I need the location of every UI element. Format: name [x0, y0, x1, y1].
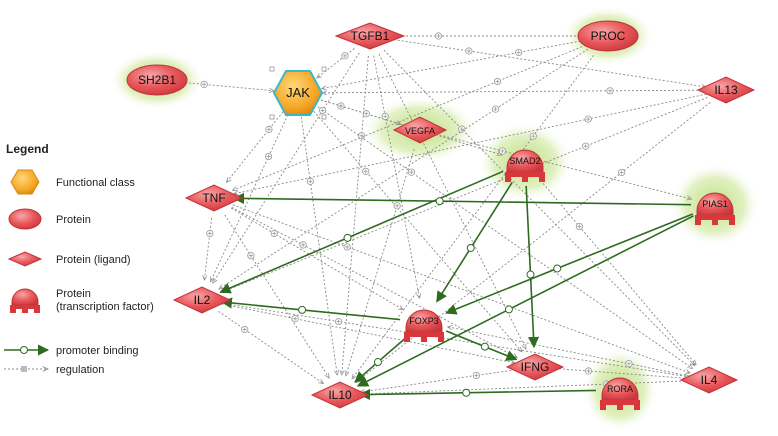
node-rora[interactable]: RORA [600, 377, 640, 410]
node-label-sh2b1: SH2B1 [138, 73, 176, 87]
edge-proc-il10 [352, 54, 595, 379]
legend-protein-icon [8, 208, 42, 230]
edge-smad2-il2 [219, 170, 504, 294]
node-pias1[interactable]: PIAS1 [695, 192, 735, 225]
edge-il4-foxp3 [448, 327, 690, 377]
edge-il13-jak [322, 87, 707, 94]
edge-tnf-foxp3 [230, 207, 403, 310]
edge-tgfb1-proc [390, 32, 584, 40]
node-label-il10: IL10 [328, 388, 352, 402]
edge-pias1-foxp3 [445, 213, 694, 315]
promoter-binding-edges [219, 170, 694, 401]
edge-jak-il4 [317, 106, 693, 369]
edge-vegfa-il10 [346, 149, 415, 376]
edge-ifng-il10 [360, 369, 516, 392]
node-label-vegfa: VEGFA [405, 126, 435, 136]
edge-tgfb1-jak [317, 48, 355, 78]
node-label-tgfb1: TGFB1 [351, 29, 390, 43]
node-label-tnf: TNF [202, 191, 225, 205]
node-sh2b1[interactable]: SH2B1 [126, 64, 188, 96]
legend-protein-tf-label: Protein (transcription factor) [56, 288, 154, 313]
node-il13[interactable]: IL13 [696, 76, 756, 104]
node-il4[interactable]: IL4 [679, 366, 739, 394]
node-tnf[interactable]: TNF [184, 184, 244, 212]
edge-ifng-il4 [554, 367, 689, 379]
edge-tnf-il2 [204, 217, 214, 280]
legend-regulation-label: regulation [56, 364, 104, 376]
node-label-foxp3: FOXP3 [409, 316, 439, 326]
edge-jak-tnf [226, 111, 284, 183]
edge-tnf-ifng [231, 206, 518, 357]
edge-tnf-il10 [224, 214, 329, 378]
highlight-halos [109, 6, 760, 432]
node-foxp3[interactable]: FOXP3 [404, 309, 444, 342]
edge-il13-il2 [221, 97, 708, 292]
edge-il2-il10 [218, 310, 323, 383]
edge-smad2-il4 [540, 180, 696, 364]
edge-foxp3-il2 [220, 297, 401, 321]
edge-jak-smad2 [320, 99, 502, 155]
legend-title: Legend [6, 142, 49, 156]
edge-smad2-foxp3 [436, 181, 513, 303]
edge-vegfa-pias1 [439, 134, 691, 199]
node-label-rora: RORA [607, 384, 633, 394]
node-tgfb1[interactable]: TGFB1 [334, 22, 406, 50]
node-vegfa[interactable]: VEGFA [392, 116, 448, 144]
legend-promoter-binding-mark [20, 346, 28, 354]
legend: Legend Functional class Protein Protein … [4, 142, 154, 376]
edge-pias1-tnf [232, 192, 692, 206]
node-ifng[interactable]: IFNG [505, 353, 565, 381]
regulation-edges [180, 32, 711, 394]
legend-functional-class-icon [10, 169, 40, 195]
legend-regulation-mark [21, 366, 27, 372]
node-label-smad2: SMAD2 [509, 156, 540, 166]
edge-il2-il4 [221, 302, 689, 377]
edge-proc-tnf [232, 44, 586, 190]
node-jak[interactable]: JAK [269, 66, 327, 120]
node-label-il4: IL4 [701, 373, 718, 387]
legend-functional-class-label: Functional class [56, 177, 135, 189]
edge-tgfb1-foxp3 [373, 55, 420, 299]
node-label-il2: IL2 [194, 293, 211, 307]
edge-il13-tnf [234, 93, 707, 194]
legend-promoter-binding-label: promoter binding [56, 345, 139, 357]
edge-tgfb1-il13 [389, 38, 706, 87]
legend-protein-tf-label-line2: (transcription factor) [56, 301, 154, 313]
edge-proc-jak [322, 39, 585, 88]
edge-proc-il2 [219, 48, 589, 289]
edge-tgfb1-il4 [383, 49, 695, 366]
edge-jak-il10 [300, 116, 337, 375]
edge-foxp3-il10 [354, 337, 407, 383]
edge-il2-ifng [221, 303, 516, 363]
legend-protein-tf-icon [10, 288, 40, 313]
legend-protein-label: Protein [56, 214, 91, 226]
node-label-ifng: IFNG [521, 360, 550, 374]
edge-rora-il10 [358, 388, 597, 401]
edge-pias1-il10 [356, 215, 694, 387]
edge-jak-ifng [313, 110, 522, 352]
edge-smad2-ifng [525, 185, 540, 349]
node-proc[interactable]: PROC [577, 20, 639, 52]
edge-tnf-il4 [232, 204, 690, 373]
edge-sh2b1-jak [180, 80, 274, 91]
edge-foxp3-ifng [445, 330, 518, 361]
edge-tgfb1-il10 [342, 55, 369, 375]
legend-protein-ligand-label: Protein (ligand) [56, 254, 131, 266]
node-smad2[interactable]: SMAD2 [505, 149, 545, 182]
node-label-pias1: PIAS1 [702, 199, 728, 209]
legend-protein-tf-label-line1: Protein [56, 288, 91, 300]
node-il2[interactable]: IL2 [172, 286, 232, 314]
node-label-jak: JAK [286, 85, 310, 100]
node-label-proc: PROC [591, 29, 626, 43]
node-il10[interactable]: IL10 [310, 381, 370, 409]
legend-protein-ligand-icon [7, 251, 43, 267]
node-label-il13: IL13 [714, 83, 738, 97]
